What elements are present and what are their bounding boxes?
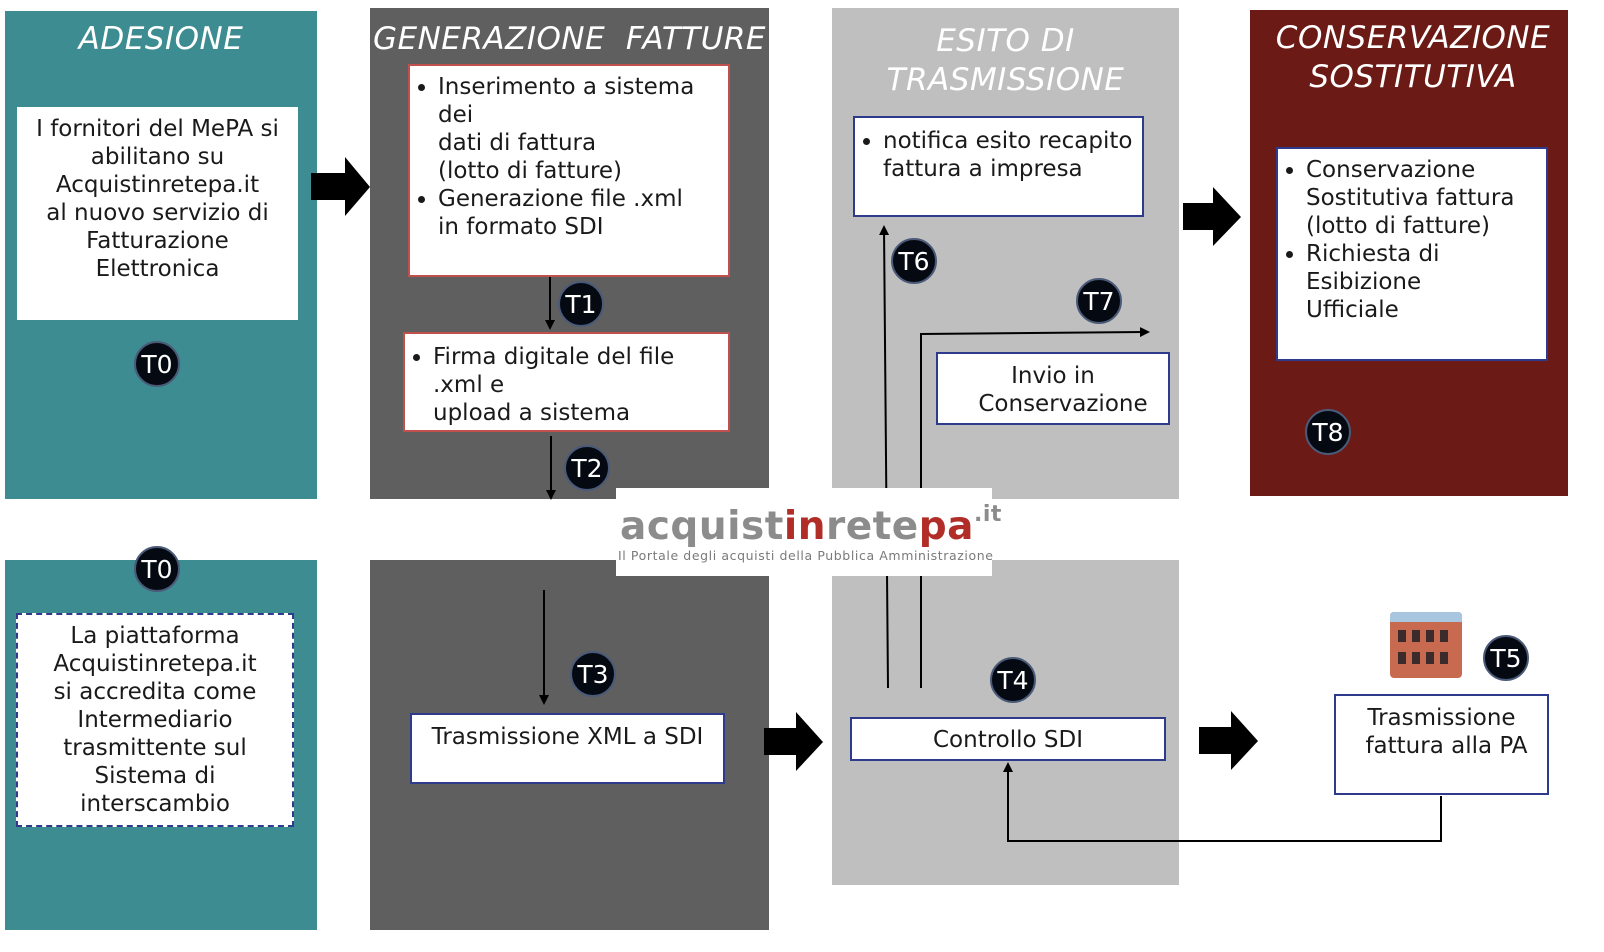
generazione-title: GENERAZIONE FATTURE [372, 21, 767, 57]
piattaforma-line: Sistema di [94, 763, 216, 789]
step-badge-t0: T0 [134, 546, 180, 592]
conservazione-title: CONSERVAZIONE SOSTITUTIVA [1250, 19, 1576, 97]
inserimento-list: Inserimento a sistema dei dati di fattur… [410, 73, 722, 241]
fornitori-line: I fornitori del MePA si [36, 116, 279, 142]
step-badge-t8: T8 [1305, 409, 1351, 455]
trasmissione-pa-line: fattura alla PA [1365, 733, 1528, 759]
inserimento-text: Inserimento a sistema dei [438, 74, 695, 128]
trasmissione-xml-label: Trasmissione XML a SDI [431, 724, 704, 750]
logo-part: pa [918, 504, 974, 549]
block-arrow-icon [764, 712, 823, 771]
piattaforma-line: Intermediario [77, 707, 233, 733]
step-badge-t6: T6 [891, 238, 937, 284]
trasmissione-xml-box: Trasmissione XML a SDI [410, 713, 725, 784]
generazione-text: Generazione file .xml [438, 186, 683, 212]
firma-list: Firma digitale del file .xml e upload a … [405, 343, 722, 427]
fornitori-line: abilitano su [90, 144, 225, 170]
controllo-sdi-box: Controllo SDI [850, 717, 1166, 761]
esito-title: ESITO DI TRASMISSIONE [832, 22, 1179, 100]
esito-title-line1: ESITO DI [936, 23, 1075, 59]
conservazione-text: Conservazione [1306, 157, 1476, 183]
conservazione-box: Conservazione Sostitutiva fattura (lotto… [1276, 147, 1548, 361]
conservazione-bullet: Conservazione Sostitutiva fattura (lotto… [1306, 156, 1542, 240]
esibizione-text: Richiesta di Esibizione [1306, 241, 1440, 295]
logo-part: acquist [620, 504, 784, 549]
fornitori-box: I fornitori del MePA si abilitano su Acq… [17, 107, 298, 320]
generazione-text: in formato SDI [438, 214, 604, 240]
notifica-list: notifica esito recapito fattura a impres… [855, 127, 1136, 183]
conservazione-text: (lotto di fatture) [1306, 213, 1491, 239]
inserimento-text: dati di fattura [438, 130, 597, 156]
piattaforma-line: si accredita come [53, 679, 257, 705]
fornitori-line: Acquistinretepa.it [55, 172, 260, 198]
step-badge-t7: T7 [1076, 278, 1122, 324]
acquistinretepa-logo: acquistinretepa.it Il Portale degli acqu… [616, 488, 1001, 576]
step-badge-t4: T4 [990, 657, 1036, 703]
esito-title-line2: TRASMISSIONE [886, 62, 1125, 98]
conservazione-list: Conservazione Sostitutiva fattura (lotto… [1278, 156, 1542, 324]
inserimento-box: Inserimento a sistema dei dati di fattur… [408, 64, 730, 277]
block-arrow-icon [1199, 711, 1258, 770]
logo-wordmark: acquistinretepa.it [620, 502, 1002, 549]
notifica-bullet: notifica esito recapito fattura a impres… [883, 127, 1136, 183]
piattaforma-line: La piattaforma [70, 623, 240, 649]
piattaforma-line: trasmittente sul [63, 735, 247, 761]
piattaforma-box: La piattaforma Acquistinretepa.it si acc… [16, 613, 294, 827]
notifica-text: fattura a impresa [883, 156, 1083, 182]
inserimento-bullet: Inserimento a sistema dei dati di fattur… [438, 73, 722, 185]
step-badge-t0: T0 [134, 341, 180, 387]
generazione-bullet: Generazione file .xml in formato SDI [438, 185, 722, 241]
conservazione-text: Sostitutiva fattura [1306, 185, 1515, 211]
fornitori-line: Fatturazione [86, 228, 229, 254]
step-badge-t3: T3 [570, 651, 616, 697]
logo-part: in [783, 504, 826, 549]
fornitori-line: Elettronica [95, 256, 220, 282]
logo-tagline: Il Portale degli acquisti della Pubblica… [618, 548, 994, 563]
piattaforma-line: interscambio [80, 791, 230, 817]
logo-suffix: .it [974, 502, 1002, 527]
firma-text: upload a sistema [433, 400, 631, 426]
logo-part: rete [825, 504, 919, 549]
notifica-box: notifica esito recapito fattura a impres… [853, 116, 1144, 217]
trasmissione-pa-box: Trasmissione fattura alla PA [1334, 694, 1549, 795]
block-arrow-icon [311, 157, 370, 216]
controllo-sdi-label: Controllo SDI [932, 727, 1083, 753]
adesione-title: ADESIONE [78, 21, 244, 57]
firma-box: Firma digitale del file .xml e upload a … [403, 332, 730, 432]
notifica-text: notifica esito recapito [883, 128, 1133, 154]
conservazione-title-line2: SOSTITUTIVA [1309, 59, 1517, 95]
fornitori-line: al nuovo servizio di [46, 200, 269, 226]
trasmissione-pa-line: Trasmissione [1367, 705, 1516, 731]
invio-line: Invio in [1011, 363, 1095, 389]
conservazione-title-line1: CONSERVAZIONE [1275, 20, 1551, 56]
piattaforma-line: Acquistinretepa.it [53, 651, 257, 677]
invio-conservazione-box: Invio in Conservazione [936, 352, 1170, 425]
esibizione-bullet: Richiesta di Esibizione Ufficiale [1306, 240, 1542, 324]
firma-text: Firma digitale del file .xml e [433, 344, 675, 398]
block-arrow-icon [1183, 187, 1241, 246]
building-icon [1390, 612, 1462, 678]
esibizione-text: Ufficiale [1306, 297, 1399, 323]
inserimento-text: (lotto di fatture) [438, 158, 623, 184]
step-badge-t1: T1 [558, 281, 604, 327]
invio-line: Conservazione [978, 391, 1148, 417]
step-badge-t5: T5 [1483, 635, 1529, 681]
step-badge-t2: T2 [564, 445, 610, 491]
firma-bullet: Firma digitale del file .xml e upload a … [433, 343, 722, 427]
